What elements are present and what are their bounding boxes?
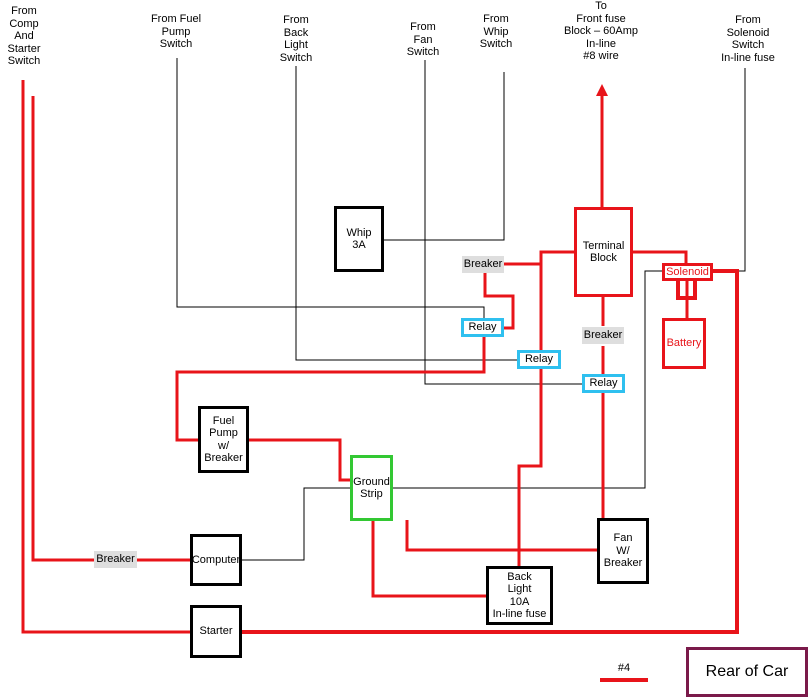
breaker-left: Breaker	[94, 551, 137, 568]
battery-box: Battery	[662, 318, 706, 369]
label-from-solenoid: From Solenoid Switch In-line fuse	[721, 14, 775, 64]
wire-ground-back-light	[371, 520, 488, 598]
label-from-fuel-pump: From Fuel Pump Switch	[150, 13, 202, 50]
label-to-front-fuse: To Front fuse Block – 60Amp In-line #8 w…	[564, 0, 638, 62]
wire-fuel-pump-ground	[248, 438, 352, 482]
ground-strip-box: Ground Strip	[350, 455, 393, 521]
signal-wires	[176, 58, 746, 561]
whip-3a-box: Whip 3A	[334, 206, 384, 272]
wire-ground-strip-computer	[240, 487, 352, 561]
relay-3: Relay	[582, 374, 625, 393]
breaker-top: Breaker	[462, 256, 504, 273]
wire-terminal-back-light	[539, 250, 576, 352]
wire-battery-solenoid-link	[676, 278, 697, 300]
legend-wire-label: #4	[617, 662, 631, 674]
label-from-whip: From Whip Switch	[479, 13, 513, 50]
fan-box: Fan W/ Breaker	[597, 518, 649, 584]
wire-whip-switch	[384, 72, 505, 241]
breaker-mid: Breaker	[582, 327, 624, 344]
relay-2: Relay	[517, 350, 561, 369]
label-from-fan: From Fan Switch	[406, 21, 440, 58]
wire-comp-starter-outer	[21, 80, 192, 634]
wire-fan-switch	[424, 60, 584, 385]
wire-solenoid-starter	[240, 269, 739, 634]
label-from-back-light: From Back Light Switch	[279, 14, 313, 64]
back-light-box: Back Light 10A In-line fuse	[486, 566, 553, 625]
relay-1: Relay	[461, 318, 504, 337]
heavy-power-wires	[240, 269, 739, 634]
wire-relay-1-fuel-pump	[175, 336, 486, 442]
starter-box: Starter	[190, 605, 242, 658]
solenoid-box: Solenoid	[662, 263, 713, 281]
wire-ground-fan	[405, 520, 599, 552]
label-from-comp-starter: From Comp And Starter Switch	[7, 5, 41, 67]
power-wires	[21, 80, 689, 634]
wire-comp-starter-inner	[31, 96, 95, 562]
wire-solenoid-switch	[712, 68, 746, 272]
wire-relay-2-back-light	[517, 368, 543, 568]
wire-fuel-pump-switch	[176, 58, 485, 320]
computer-box: Computer	[190, 534, 242, 586]
wire-terminal-solenoid	[632, 250, 688, 264]
rear-of-car-label: Rear of Car	[686, 647, 808, 697]
fuel-pump-box: Fuel Pump w/ Breaker	[198, 406, 249, 473]
terminal-block-box: Terminal Block	[574, 207, 633, 297]
wire-breaker-top-relay-1	[483, 272, 515, 330]
wire-back-light-switch	[295, 66, 519, 361]
